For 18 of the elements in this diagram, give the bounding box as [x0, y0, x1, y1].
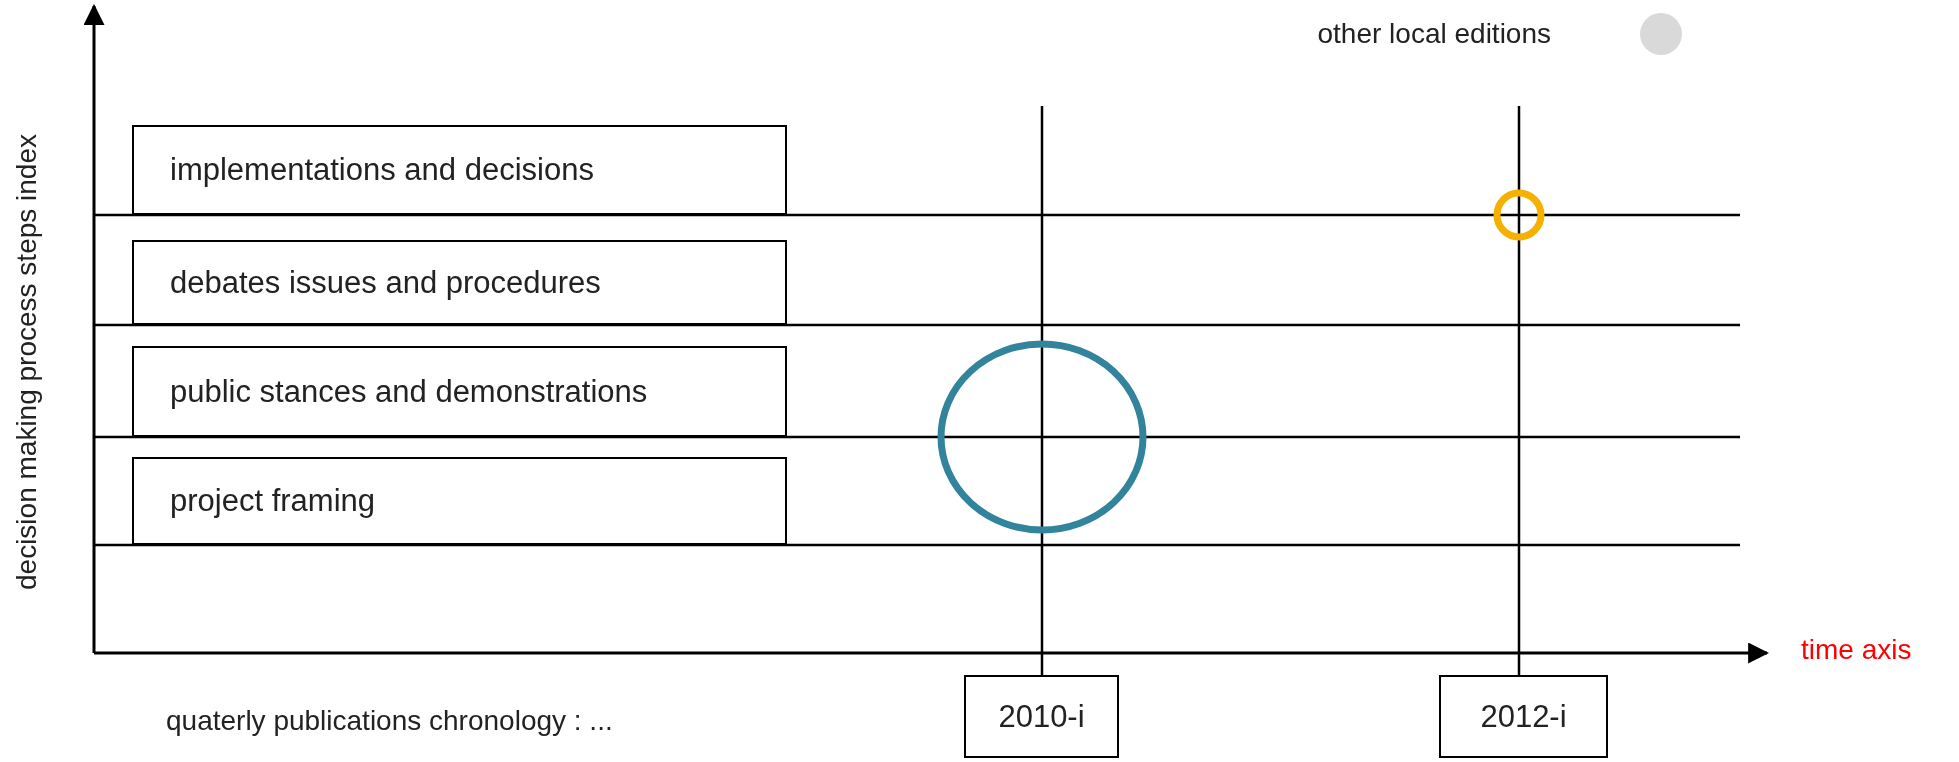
row-box — [132, 240, 787, 325]
row-box — [132, 125, 787, 215]
node-label: 2010-i — [998, 698, 1085, 735]
node-label: public stances and demonstrations — [170, 373, 648, 410]
node-label: project framing — [170, 483, 376, 519]
ring-marker — [1493, 189, 1545, 241]
node-label: implementations and decisions — [170, 152, 594, 188]
axis-title: decision making process steps index — [11, 134, 43, 590]
date-box — [1439, 675, 1608, 758]
row-box — [132, 457, 787, 545]
node-label: debates issues and procedures — [170, 264, 601, 301]
node-label: 2012-i — [1480, 698, 1567, 735]
row-box — [132, 346, 787, 437]
date-box — [964, 675, 1119, 758]
row-caption: quaterly publications chronology : ... — [166, 705, 613, 737]
ring-marker — [937, 340, 1147, 534]
axis-title: time axis — [1801, 634, 1912, 666]
legend-label: other local editions — [1317, 18, 1551, 50]
